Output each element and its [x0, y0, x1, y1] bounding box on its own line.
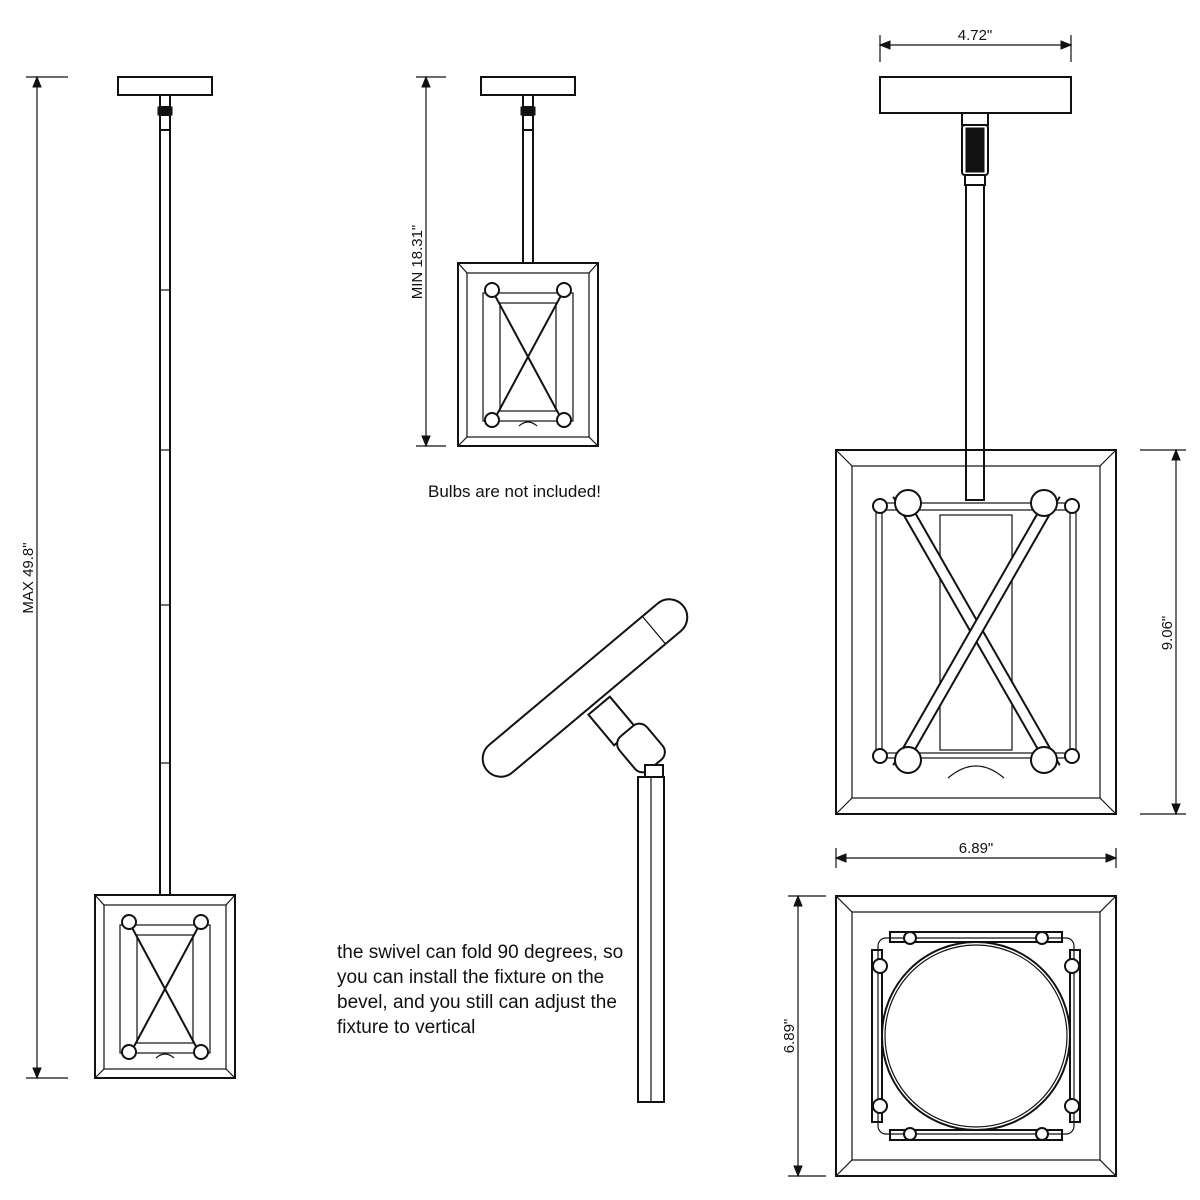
max-height-dimension: MAX 49.8"	[20, 75, 68, 1080]
bulbs-not-included-note: Bulbs are not included!	[428, 482, 601, 501]
canopy-width-label: 4.72"	[958, 27, 993, 44]
shade-height-label: 9.06"	[1159, 616, 1176, 651]
shade-small-1	[94, 894, 236, 1079]
shade-depth-dimension: 6.89"	[781, 894, 826, 1178]
pendant-min-length-view	[457, 76, 599, 447]
swivel-detail-view	[481, 598, 689, 1103]
min-height-label: MIN 18.31"	[409, 225, 426, 300]
shade-width-label: 6.89"	[959, 840, 994, 857]
pendant-enlarged-view	[835, 76, 1117, 815]
shade-height-dimension: 9.06"	[1140, 448, 1186, 816]
canopy-dimension: 4.72"	[878, 27, 1073, 62]
shade-width-dimension: 6.89"	[834, 840, 1118, 868]
shade-small-2	[457, 262, 599, 447]
shade-large	[835, 449, 1117, 815]
min-height-dimension: MIN 18.31"	[409, 75, 446, 448]
shade-depth-label: 6.89"	[781, 1019, 798, 1054]
swivel-note: the swivel can fold 90 degrees, so you c…	[337, 942, 624, 1038]
pendant-max-length-view	[94, 76, 236, 1079]
shade-top-view	[835, 895, 1117, 1177]
max-height-label: MAX 49.8"	[20, 542, 37, 613]
